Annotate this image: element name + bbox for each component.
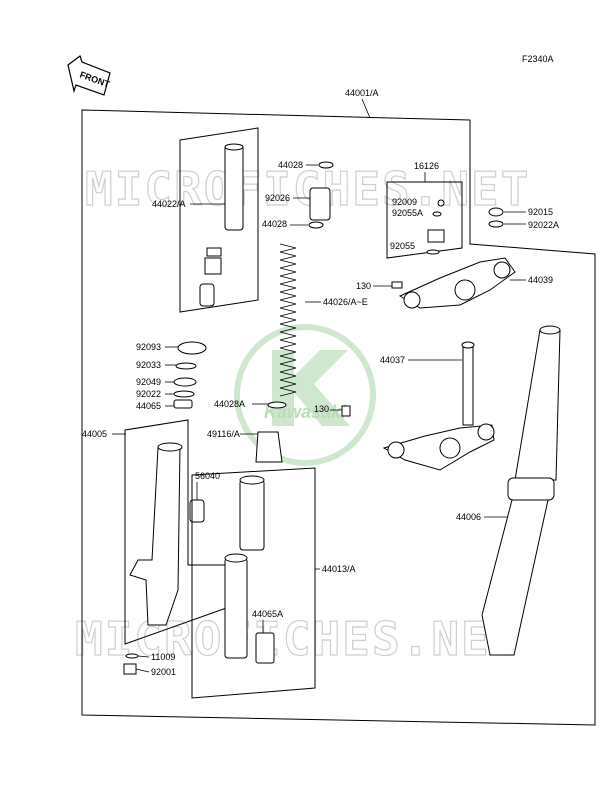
label-92055A: 92055A xyxy=(392,208,423,218)
label-44039: 44039 xyxy=(528,275,553,285)
label-44028-second: 44028 xyxy=(262,219,287,229)
watermark-text-top: MICROFICHES.NET xyxy=(85,162,530,216)
outer-tube-part xyxy=(129,442,183,626)
part-130-bolt-2 xyxy=(341,405,351,417)
fork-tube-part xyxy=(199,143,244,307)
fork-spring-part xyxy=(279,243,297,397)
label-44026: 44026/A~E xyxy=(323,297,368,307)
label-130-top: 130 xyxy=(356,281,371,291)
steering-stem-part xyxy=(382,341,495,471)
watermark-text-bottom: MICROFICHES.NET xyxy=(75,612,520,666)
part-44028-washer xyxy=(318,161,334,169)
part-44028A-washer xyxy=(267,401,287,409)
part-valve-cap xyxy=(427,229,445,243)
label-92015: 92015 xyxy=(528,207,553,217)
label-44022A: 44022/A xyxy=(152,199,186,209)
label-130-bottom: 130 xyxy=(314,404,329,414)
right-fork-leg-part xyxy=(481,325,561,656)
label-92026: 92026 xyxy=(265,193,290,203)
label-92022: 92022 xyxy=(136,389,161,399)
part-11009-gasket xyxy=(125,653,139,659)
label-92009: 92009 xyxy=(392,197,417,207)
part-92093-seal xyxy=(177,341,207,355)
label-44065: 44065 xyxy=(136,401,161,411)
assembly-outline xyxy=(81,109,596,726)
label-56040: 56040 xyxy=(195,471,220,481)
part-92033-clip xyxy=(175,362,197,370)
part-92009-screw xyxy=(437,199,445,207)
part-92001-bolt xyxy=(123,663,137,675)
part-92049-seal xyxy=(173,377,197,387)
label-92049: 92049 xyxy=(136,377,161,387)
front-arrow-icon: FRONT xyxy=(67,55,111,96)
label-92033: 92033 xyxy=(136,360,161,370)
upper-bracket-part xyxy=(398,257,516,309)
label-44001A: 44001/A xyxy=(345,88,379,98)
label-44028A: 44028A xyxy=(214,399,245,409)
label-44006: 44006 xyxy=(456,512,481,522)
label-11009: 11009 xyxy=(151,652,175,662)
part-92022-washer xyxy=(173,390,195,398)
label-44065A: 44065A xyxy=(252,609,283,619)
label-44005: 44005 xyxy=(82,429,107,439)
label-92022A: 92022A xyxy=(528,220,559,230)
part-92055A-oring xyxy=(432,211,442,217)
inner-tube-kit-box xyxy=(179,127,259,313)
label-44013A: 44013/A xyxy=(322,564,356,574)
label-92055: 92055 xyxy=(390,241,415,251)
part-44065-bushing xyxy=(173,399,193,409)
part-49116A-piston xyxy=(255,431,283,463)
part-92026-spacer xyxy=(309,187,331,221)
part-92022A-washer xyxy=(488,220,504,228)
slider-tube-part xyxy=(224,475,275,664)
slider-kit-box xyxy=(191,467,316,699)
label-44028-top: 44028 xyxy=(278,160,303,170)
diagram-code: F2340A xyxy=(522,54,554,64)
label-44037: 44037 xyxy=(380,355,405,365)
part-92015-nut xyxy=(488,207,504,217)
part-92055-oring xyxy=(426,249,440,255)
label-49116A: 49116/A xyxy=(207,429,240,439)
part-130-bolt xyxy=(391,281,403,289)
part-44028-washer-2 xyxy=(308,221,324,229)
label-92093: 92093 xyxy=(136,342,161,352)
valve-kit-box xyxy=(386,181,463,259)
label-92001: 92001 xyxy=(151,667,176,677)
label-16126: 16126 xyxy=(414,161,439,171)
